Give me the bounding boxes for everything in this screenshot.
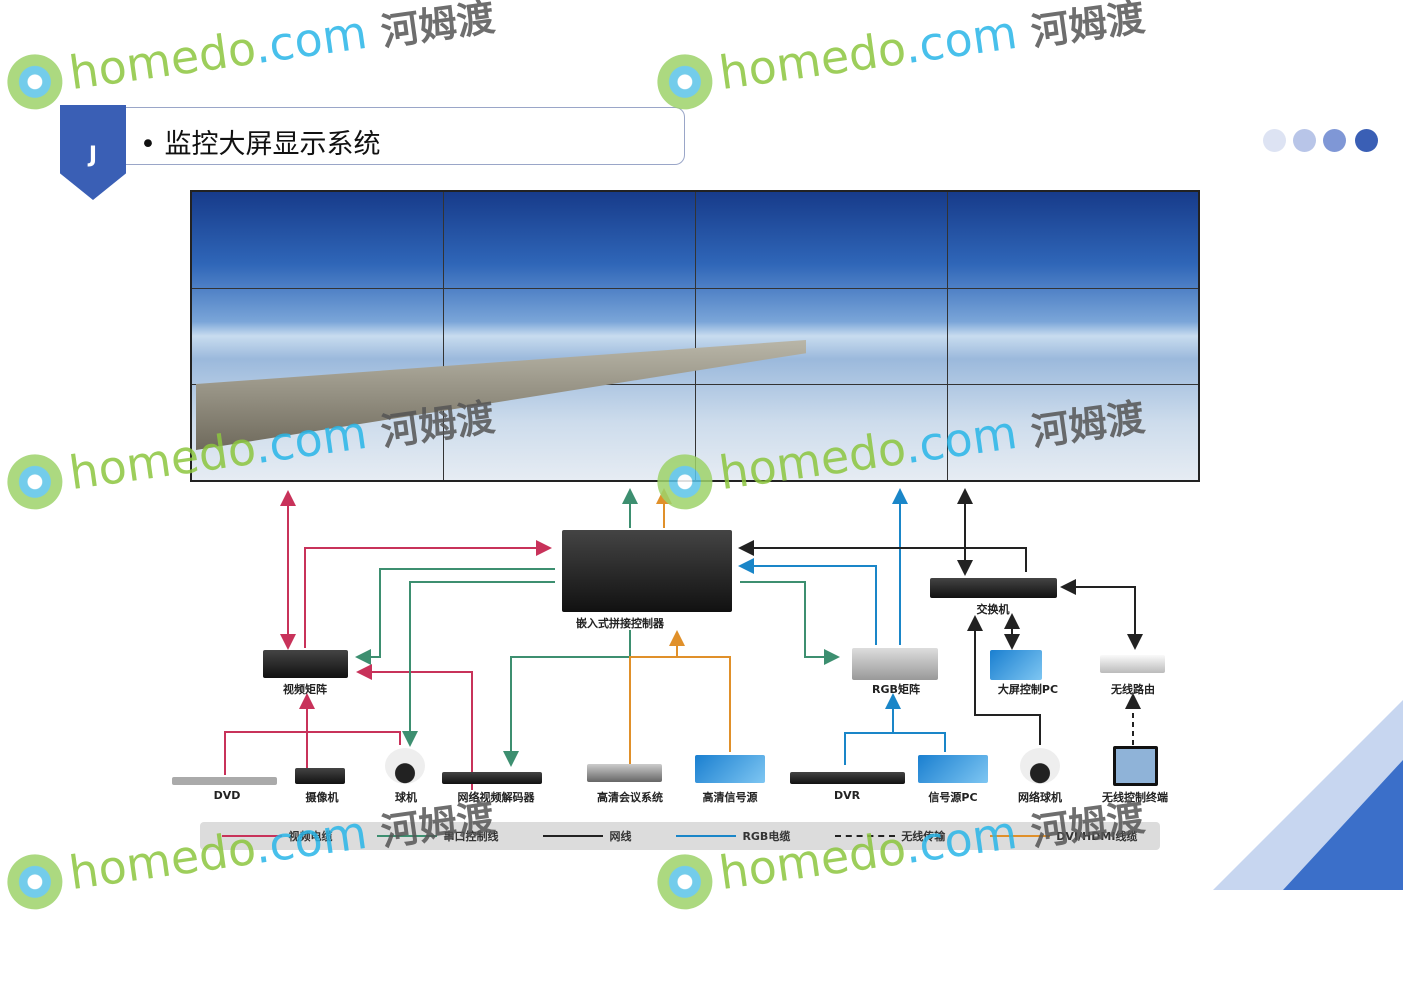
source-pc-label: 信号源PC	[928, 791, 978, 804]
legend-item: DVI/HDMI线缆	[990, 828, 1137, 844]
page-title: • 监控大屏显示系统	[140, 129, 381, 160]
ip-dome-device	[1020, 748, 1060, 784]
rgb-matrix-device	[852, 648, 938, 680]
splicing-controller-device	[562, 530, 732, 612]
camera-label: 摄像机	[305, 791, 339, 804]
legend-item: RGB电缆	[676, 828, 790, 844]
rgb-cable-lines	[738, 488, 946, 765]
decoder-device	[442, 772, 542, 784]
dome-camera-device	[385, 748, 425, 784]
dvr-label: DVR	[833, 789, 861, 802]
serial-control-lines	[355, 488, 840, 767]
wireless-terminal-label: 无线控制终端	[1102, 791, 1168, 804]
camera-device	[295, 768, 345, 784]
legend-item: 串口控制线	[377, 828, 498, 844]
decoder-label: 网络视频解码器	[457, 791, 535, 804]
dvr-device	[790, 772, 905, 784]
wireless-router-device	[1100, 655, 1165, 673]
switch-label: 交换机	[976, 603, 1010, 616]
hd-source-label: 高清信号源	[702, 791, 758, 804]
network-lines	[738, 488, 1143, 745]
legend-item: 无线传输	[835, 828, 945, 844]
controller-label: 嵌入式拼接控制器	[576, 617, 664, 630]
badge-letter: J	[88, 143, 98, 168]
tablet-device	[1113, 746, 1158, 786]
screen-pc-device	[990, 650, 1042, 680]
switch-device	[930, 578, 1057, 598]
legend-item: 网线	[543, 828, 631, 844]
video-matrix-device	[263, 650, 348, 678]
source-pc-device	[918, 755, 988, 783]
hd-source-device	[695, 755, 765, 783]
conference-label: 高清会议系统	[597, 791, 663, 804]
conference-device	[587, 764, 662, 782]
dvd-device	[172, 777, 277, 785]
dvd-label: DVD	[213, 789, 241, 802]
video-matrix-label: 视频矩阵	[283, 683, 327, 696]
screen-pc-label: 大屏控制PC	[997, 683, 1059, 696]
dome-label: 球机	[395, 791, 417, 804]
wireless-router-label: 无线路由	[1111, 683, 1155, 696]
video-wall	[190, 190, 1200, 482]
legend-item: 视频电缆	[222, 828, 332, 844]
rgb-matrix-label: RGB矩阵	[872, 683, 920, 696]
ip-dome-label: 网络球机	[1018, 791, 1062, 804]
legend: 视频电缆 串口控制线 网线 RGB电缆 无线传输 DVI/HDMI线缆	[200, 822, 1160, 850]
title-frame	[125, 107, 685, 165]
video-cable-lines	[224, 490, 552, 790]
